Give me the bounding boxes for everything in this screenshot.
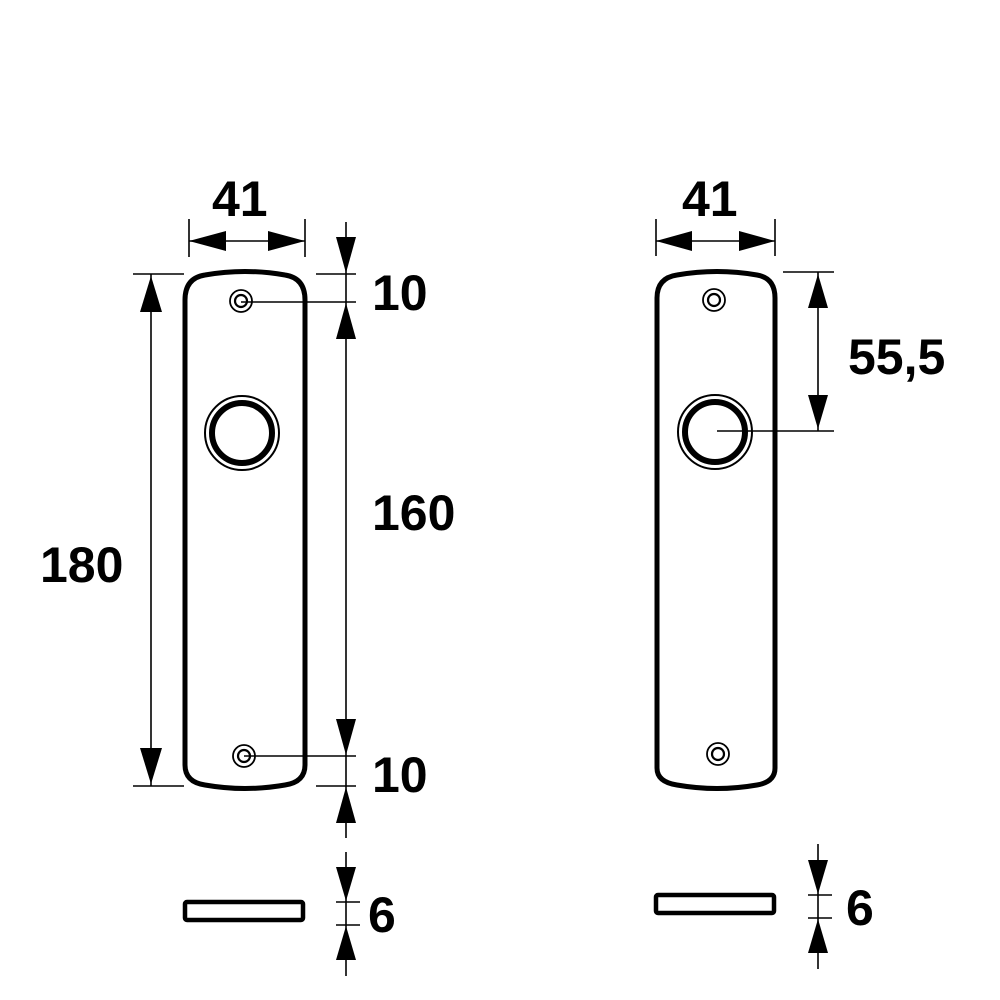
top-screw-hole-icon	[702, 288, 726, 312]
right-thickness-dimension	[808, 844, 832, 969]
right-plate-outline	[654, 269, 778, 791]
left-side-profile	[182, 899, 306, 923]
knob-offset-label: 55,5	[848, 329, 945, 385]
bottom-screw-hole-icon	[706, 742, 730, 766]
total-height-dimension	[133, 273, 184, 787]
left-plate-outline	[182, 269, 308, 791]
hole-spacing-label: 160	[372, 485, 455, 541]
knob-offset-dimension	[717, 271, 834, 432]
bottom-offset-label: 10	[372, 747, 428, 803]
top-offset-label: 10	[372, 265, 428, 321]
left-plate-view: 41 180 10 160 10	[40, 171, 455, 976]
left-thickness-dimension	[336, 852, 360, 976]
total-height-label: 180	[40, 537, 123, 593]
right-plate-view: 41 55,5 6	[653, 171, 945, 969]
hole-spacing-dimension	[241, 222, 356, 838]
right-thickness-label: 6	[846, 880, 874, 936]
knob-hole-icon	[204, 395, 280, 471]
top-screw-hole-icon	[229, 289, 253, 313]
knob-hole-icon	[677, 394, 753, 470]
right-width-label: 41	[682, 171, 738, 227]
left-width-dimension	[188, 219, 306, 257]
left-width-label: 41	[212, 171, 268, 227]
left-thickness-label: 6	[368, 887, 396, 943]
right-width-dimension	[655, 219, 776, 256]
right-side-profile	[653, 892, 777, 916]
